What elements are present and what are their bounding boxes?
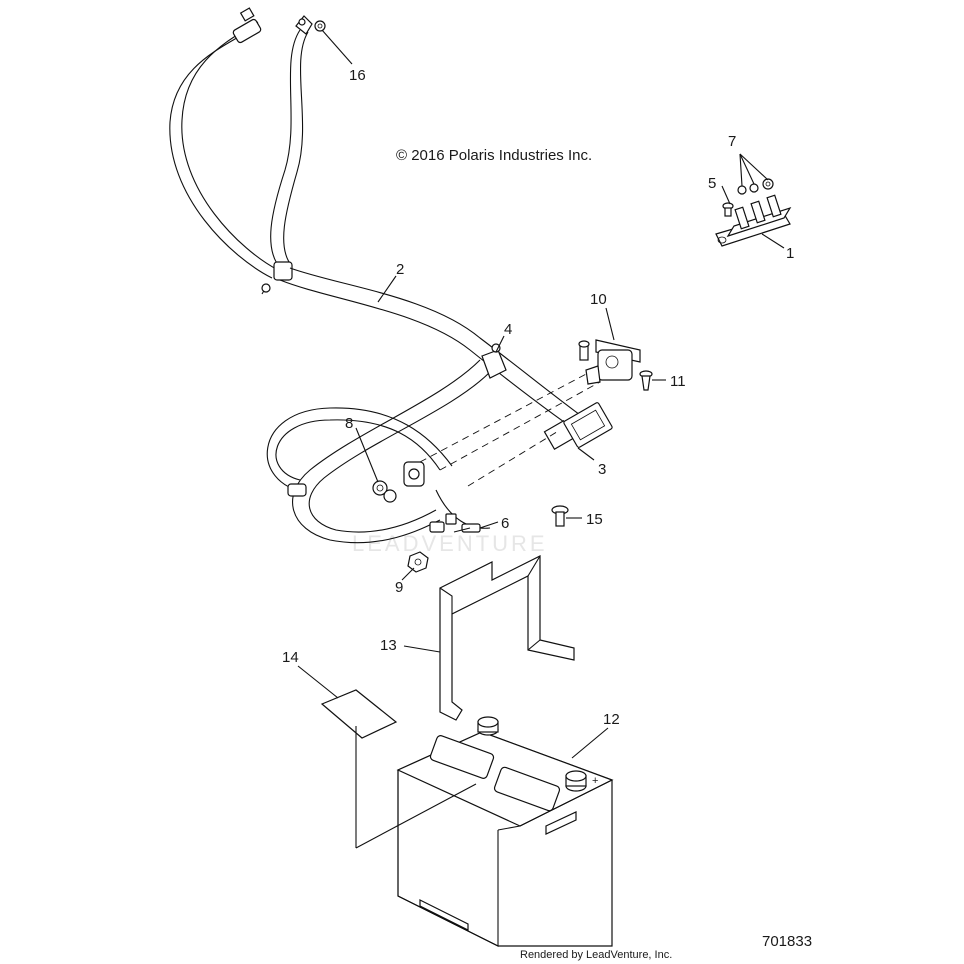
nuts-7 [737,178,774,195]
svg-text:+: + [592,775,598,787]
bracket-13 [439,555,575,721]
callout-8: 8 [345,415,353,432]
callout-6: 6 [501,515,509,532]
callout-14: 14 [282,649,299,666]
rendered-by-text: Rendered by LeadVenture, Inc. [520,949,672,961]
bolt-15 [551,505,569,527]
drawing-number: 701833 [762,933,812,950]
callout-2: 2 [396,261,404,278]
nut-9 [407,551,429,573]
nut-8 [372,480,397,503]
callout-12: 12 [603,711,620,728]
label-14 [320,689,398,739]
relay-10 [578,339,641,385]
callout-16: 16 [349,67,366,84]
callout-13: 13 [380,637,397,654]
watermark: LEADVENTURE [352,531,548,556]
callout-4: 4 [504,321,512,338]
callout-9: 9 [395,579,403,596]
copyright-text: © 2016 Polaris Industries Inc. [396,147,592,164]
battery-12: + [396,716,614,947]
callout-3: 3 [598,461,606,478]
callout-5: 5 [708,175,716,192]
callout-1: 1 [786,245,794,262]
callout-numbers: 16 1 5 7 2 4 10 11 8 3 6 15 9 13 14 12 [282,67,794,728]
callout-15: 15 [586,511,603,528]
callout-10: 10 [590,291,607,308]
nut-16 [314,20,326,32]
screw-5 [722,202,734,217]
leader-lines [297,29,785,849]
wire-harness [169,7,613,544]
callout-11: 11 [670,373,686,390]
fuse-6 [429,513,481,533]
callout-7: 7 [728,133,736,150]
terminal-block-1 [715,194,792,247]
bolt-11 [639,370,653,391]
